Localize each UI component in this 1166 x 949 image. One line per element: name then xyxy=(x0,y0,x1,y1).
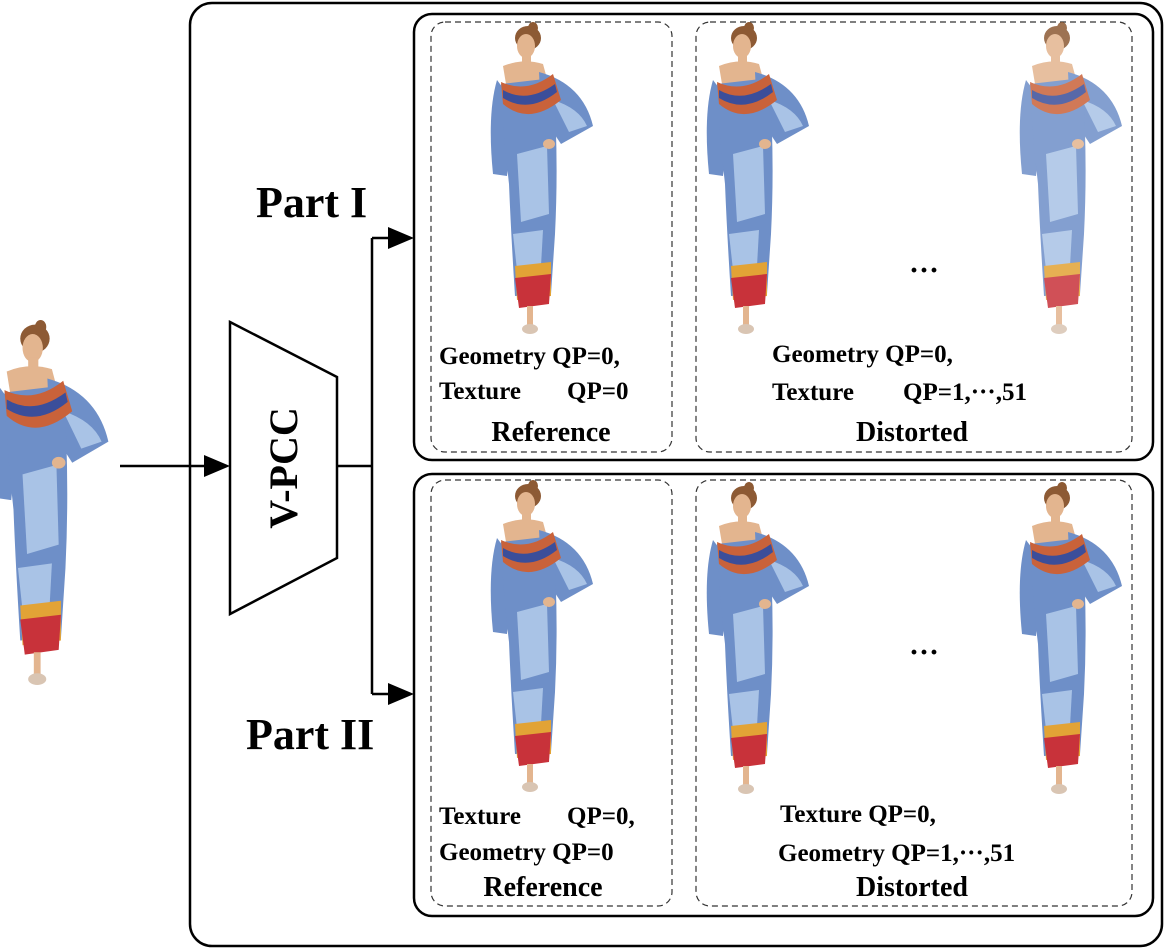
part2-reference-group xyxy=(430,479,673,907)
part2-reference-line1-value: QP=0, xyxy=(567,803,635,830)
part2-distorted-group xyxy=(695,479,1133,907)
input-arrowhead xyxy=(204,455,230,477)
part1-distorted-figure-last xyxy=(1019,22,1122,334)
part1-reference-group xyxy=(430,21,673,453)
part1-arrowhead xyxy=(388,227,414,249)
part2-title: Part II xyxy=(246,710,374,759)
part2-distorted-line1: Texture QP=0, xyxy=(780,801,936,828)
part2-distorted-line2: Geometry QP=1,···,51 xyxy=(778,840,1015,867)
part2-reference-title: Reference xyxy=(483,872,602,903)
part1-panel: ··· Geometry QP=0, Texture QP=0 Referenc… xyxy=(412,12,1155,462)
part1-distorted-line2-value: QP=1,···,51 xyxy=(903,379,1027,406)
part1-reference-line2-name: Texture xyxy=(439,378,521,405)
part1-distorted-group xyxy=(695,21,1133,453)
part1-reference-line1: Geometry QP=0, xyxy=(439,343,620,370)
part1-distorted-line1: Geometry QP=0, xyxy=(772,341,953,368)
part1-reference-line2-value: QP=0 xyxy=(567,378,628,405)
vpcc-label: V-PCC xyxy=(261,407,306,528)
part1-ellipsis: ··· xyxy=(909,254,939,287)
part2-reference-line1-name: Texture xyxy=(439,803,521,830)
part2-distorted-figure-last xyxy=(1019,482,1122,794)
part1-distorted-title: Distorted xyxy=(856,417,968,448)
part1-distorted-figure-first xyxy=(706,22,809,334)
part1-distorted-line2-name: Texture xyxy=(772,379,854,406)
part2-distorted-figure-first xyxy=(706,482,809,794)
vpcc-encoder-block xyxy=(228,319,339,617)
part2-distorted-title: Distorted xyxy=(856,872,968,903)
source-figure xyxy=(0,319,109,685)
part2-arrowhead xyxy=(388,683,414,705)
part2-panel: ··· Texture QP=0, Geometry QP=0 Referenc… xyxy=(412,472,1155,918)
outer-frame xyxy=(188,1,1164,948)
part1-reference-title: Reference xyxy=(491,417,610,448)
part1-title: Part I xyxy=(256,178,367,227)
part2-reference-figure xyxy=(490,480,593,792)
part2-ellipsis: ··· xyxy=(909,636,939,669)
part1-reference-figure xyxy=(490,22,593,334)
part2-reference-line2: Geometry QP=0 xyxy=(439,839,614,866)
